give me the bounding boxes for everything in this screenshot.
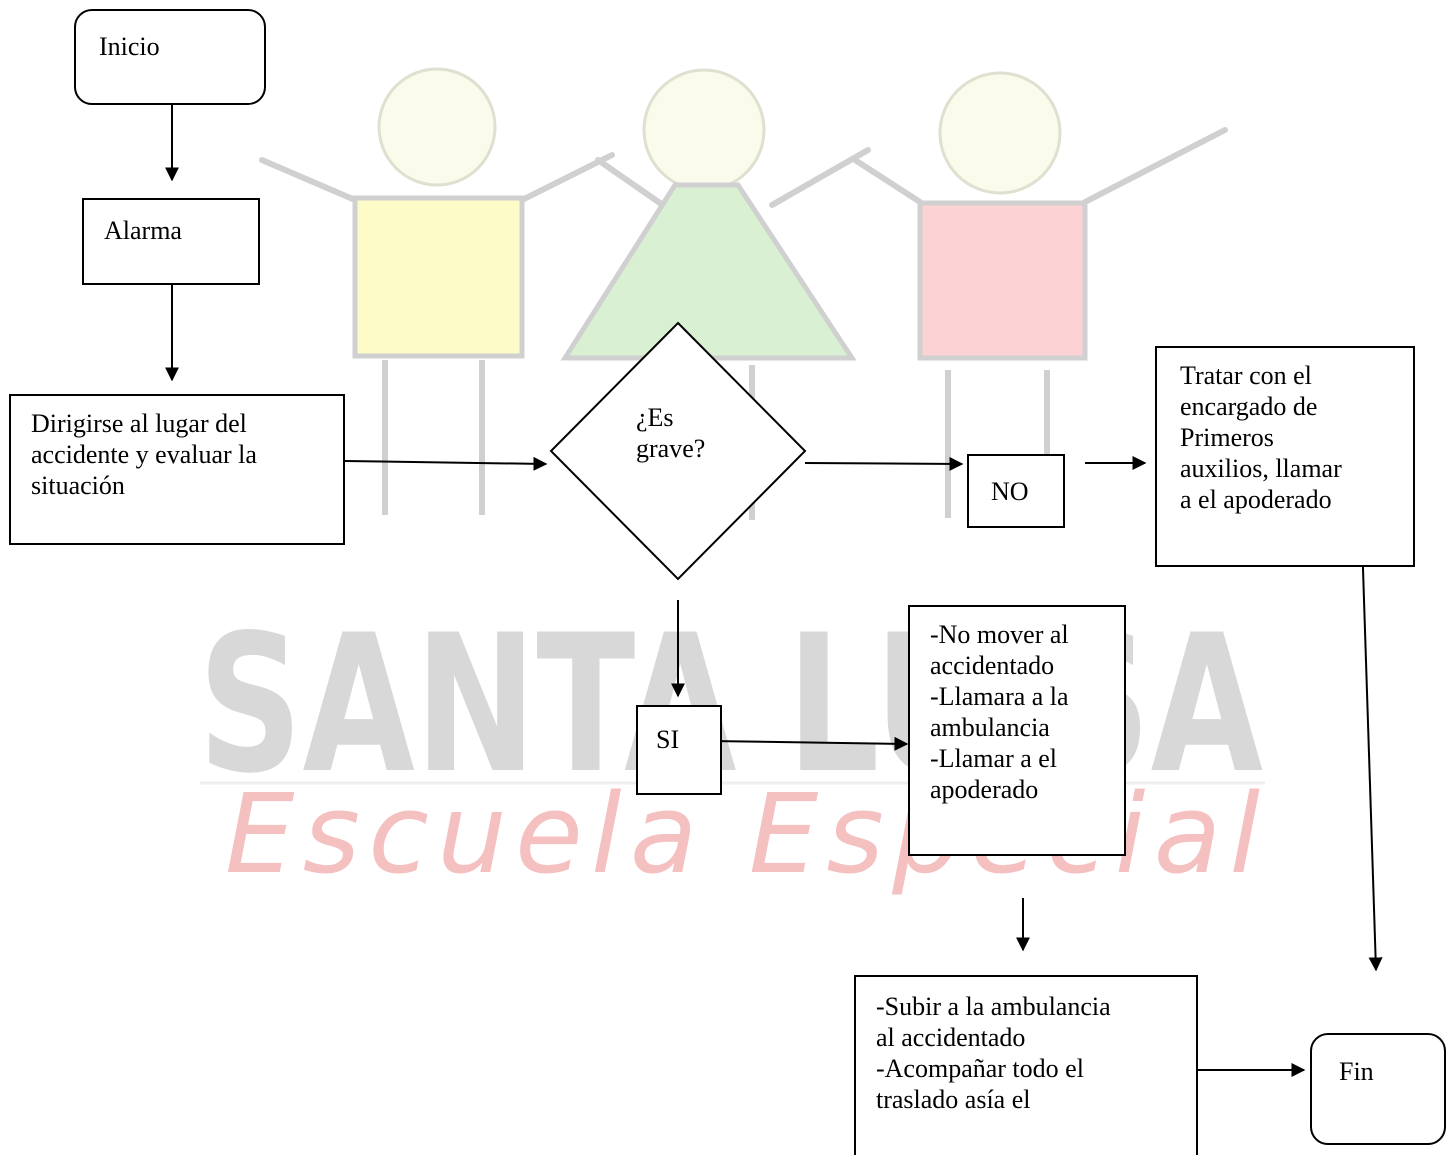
- tratar-line-2: encargado de: [1180, 392, 1318, 421]
- decision-line-1: ¿Es: [636, 403, 674, 432]
- tratar-line-1: Tratar con el: [1180, 361, 1312, 390]
- subir-line-2: al accidentado: [876, 1023, 1026, 1052]
- tratar-line-4: auxilios, llamar: [1180, 454, 1342, 483]
- tratar-node: Tratar con el encargado de Primeros auxi…: [1155, 346, 1415, 567]
- arrow-si-acciones: [709, 736, 909, 751]
- acciones-line-6: apoderado: [930, 775, 1039, 804]
- dirigirse-line-1: Dirigirse al lugar del: [31, 409, 247, 438]
- watermark-figure-yellow: [259, 67, 615, 515]
- subir-node: -Subir a la ambulancia al accidentado -A…: [854, 975, 1198, 1155]
- arrow-tratar-fin: [1361, 537, 1383, 972]
- alarma-label: Alarma: [104, 216, 182, 245]
- inicio-node: Inicio: [74, 9, 266, 105]
- arrow-dirigirse-decision: [344, 456, 548, 471]
- decision-diamond-shape: [549, 321, 807, 581]
- alarma-node: Alarma: [82, 198, 260, 285]
- acciones-line-4: ambulancia: [930, 713, 1050, 742]
- acciones-line-1: -No mover al: [930, 620, 1069, 649]
- connectors: [165, 102, 1383, 1077]
- fin-node: Fin: [1310, 1033, 1446, 1145]
- acciones-line-3: -Llamara a la: [930, 682, 1069, 711]
- acciones-si-node: -No mover al accidentado -Llamara a la a…: [908, 605, 1126, 856]
- acciones-line-5: -Llamar a el: [930, 744, 1058, 773]
- no-label: NO: [991, 477, 1029, 506]
- watermark-figure-pink: [852, 71, 1228, 518]
- tratar-line-3: Primeros: [1180, 423, 1274, 452]
- subir-line-1: -Subir a la ambulancia: [876, 992, 1111, 1021]
- fin-label: Fin: [1339, 1057, 1374, 1086]
- si-label: SI: [656, 725, 680, 754]
- no-node: NO: [967, 454, 1065, 528]
- decision-label: ¿Es grave?: [636, 402, 705, 464]
- subir-line-4: traslado asía el: [876, 1085, 1031, 1114]
- watermark-figure-green: [560, 68, 871, 520]
- dirigirse-line-2: accidente y evaluar la: [31, 440, 257, 469]
- dirigirse-node: Dirigirse al lugar del accidente y evalu…: [9, 394, 345, 545]
- inicio-label: Inicio: [99, 32, 160, 61]
- dirigirse-line-3: situación: [31, 471, 125, 500]
- decision-line-2: grave?: [636, 434, 706, 463]
- acciones-line-2: accidentado: [930, 651, 1055, 680]
- tratar-line-5: a el apoderado: [1180, 485, 1332, 514]
- arrow-decision-no: [804, 456, 964, 471]
- si-node: SI: [636, 705, 722, 795]
- subir-line-3: -Acompañar todo el: [876, 1054, 1084, 1083]
